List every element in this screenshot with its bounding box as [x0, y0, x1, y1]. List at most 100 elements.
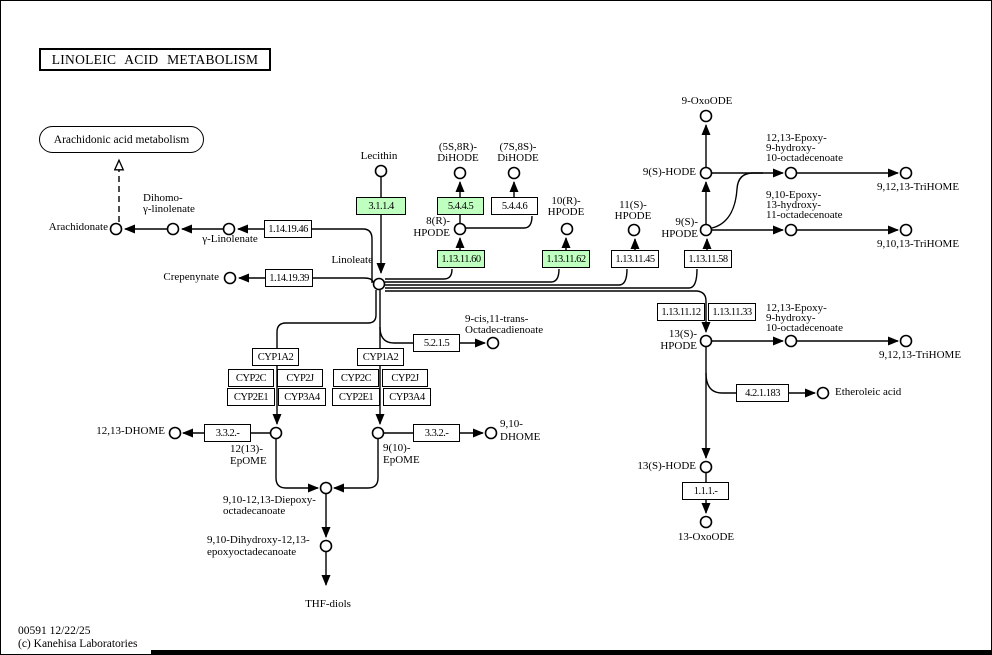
label-line: Etheroleic acid [835, 386, 902, 398]
label-line: 12(13)- [230, 443, 263, 455]
label-line: HPODE [614, 210, 652, 222]
compound-circles [109, 109, 913, 553]
compound-13-oxoode[interactable] [699, 515, 713, 529]
compound-9-10-12-13-diepoxy-octadecanoate[interactable] [319, 481, 333, 495]
enzyme-box-1.13.11.12[interactable]: 1.13.11.12 [657, 303, 705, 321]
label-line: 9(S)- [675, 216, 698, 228]
compound-9-10-dhome[interactable] [484, 426, 498, 440]
label-line: 12,13-DHOME [96, 425, 165, 437]
enzyme-box-5.2.1.5[interactable]: 5.2.1.5 [413, 334, 460, 352]
label-line: 9(S)-HODE [642, 166, 696, 178]
compound-5s8r-dihode[interactable] [453, 166, 467, 180]
label-line: 9,10-12,13-Diepoxy- [223, 494, 316, 506]
label-12-13-epome: 12(13)-EpOME [230, 443, 267, 467]
enzyme-box-CYP2J[interactable]: CYP2J [277, 369, 323, 387]
enzyme-box-CYP2E1[interactable]: CYP2E1 [332, 388, 380, 406]
compound-12-13-epoxy-9-hydroxy-10-octadecenoate-lower[interactable] [784, 334, 798, 348]
label-line: (7S,8S)- [499, 141, 537, 153]
label-line: 9,10-Epoxy- [766, 189, 822, 201]
compound-9-12-13-trihome-lower[interactable] [899, 334, 913, 348]
compound-9-10-dihydroxy-12-13-epoxyoctadecanoate[interactable] [319, 539, 333, 553]
enzyme-box-CYP2C[interactable]: CYP2C [333, 369, 379, 387]
label-dihomo-gamma-linolenate: Dihomo-γ-linolenate [143, 193, 195, 215]
compound-13s-hode[interactable] [699, 460, 713, 474]
label-line: HPODE [661, 228, 698, 240]
enzyme-box-CYP1A2[interactable]: CYP1A2 [252, 348, 299, 366]
compound-11s-hpode[interactable] [627, 223, 641, 237]
label-9-cis-11-trans-octadecadienoate: 9-cis,11-trans-Octadecadienoate [465, 314, 543, 336]
compound-9-10-epoxy-13-hydroxy-11-octadecenoate[interactable] [784, 223, 798, 237]
label-12-13-epoxy-9-hydroxy-10-octadecenoate-upper: 12,13-Epoxy-9-hydroxy-10-octadecenoate [766, 133, 843, 164]
enzyme-box-1.13.11.45[interactable]: 1.13.11.45 [611, 250, 659, 268]
label-line: 10-octadecenoate [766, 152, 843, 164]
label-line: Dihomo- [143, 192, 183, 204]
enzyme-box-4.2.1.183[interactable]: 4.2.1.183 [736, 384, 789, 402]
enzyme-box-5.4.4.6[interactable]: 5.4.4.6 [491, 197, 538, 215]
enzyme-box-1.1.1.-[interactable]: 1.1.1.- [682, 482, 729, 500]
label-5s8r-dihode: (5S,8R)-DiHODE [437, 142, 479, 164]
compound-10r-hpode[interactable] [560, 222, 574, 236]
label-gamma-linolenate: γ-Linolenate [202, 234, 258, 245]
compound-13s-hpode[interactable] [699, 334, 713, 348]
enzyme-box-CYP3A4[interactable]: CYP3A4 [278, 388, 326, 406]
enzyme-box-CYP2E1[interactable]: CYP2E1 [227, 388, 275, 406]
label-7s8s-dihode: (7S,8S)-DiHODE [497, 142, 539, 164]
compound-etheroleic-acid[interactable] [816, 386, 830, 400]
label-line: DiHODE [437, 152, 479, 164]
enzyme-box-1.13.11.62[interactable]: 1.13.11.62 [542, 250, 590, 268]
label-thf-diols: THF-diols [305, 599, 351, 610]
compound-arachidonate[interactable] [109, 222, 123, 236]
label-line: EpOME [383, 454, 420, 466]
enzyme-box-5.4.4.5[interactable]: 5.4.4.5 [437, 197, 484, 215]
enzyme-box-1.14.19.46[interactable]: 1.14.19.46 [264, 220, 312, 238]
enzyme-box-CYP3A4[interactable]: CYP3A4 [383, 388, 431, 406]
label-line: γ-linolenate [143, 203, 195, 215]
enzyme-box-1.13.11.60[interactable]: 1.13.11.60 [437, 250, 485, 268]
compound-gamma-linolenate[interactable] [222, 222, 236, 236]
enzyme-box-3.3.2.-[interactable]: 3.3.2.- [204, 424, 251, 442]
bottom-edge-bar [151, 650, 991, 654]
enzyme-box-1.13.11.33[interactable]: 1.13.11.33 [708, 303, 756, 321]
compound-lecithin[interactable] [374, 164, 388, 178]
label-line: 11-octadecenoate [766, 209, 843, 221]
label-9-10-dihydroxy-12-13-epoxyoctadecanoate: 9,10-Dihydroxy-12,13-epoxyoctadecanoate [207, 534, 310, 558]
enzyme-box-1.14.19.39[interactable]: 1.14.19.39 [265, 269, 313, 287]
linked-map-arachidonic-acid-metabolism[interactable]: Arachidonic acid metabolism [39, 126, 204, 153]
compound-12-13-dhome[interactable] [168, 426, 182, 440]
enzyme-box-3.3.2.-[interactable]: 3.3.2.- [413, 424, 460, 442]
compound-12-13-epoxy-9-hydroxy-10-octadecenoate-upper[interactable] [784, 166, 798, 180]
enzyme-box-1.13.11.58[interactable]: 1.13.11.58 [684, 250, 732, 268]
label-lecithin: Lecithin [361, 151, 398, 162]
compound-9-cis-11-trans-octadecadienoate[interactable] [486, 336, 500, 350]
compound-linoleate[interactable] [372, 277, 386, 291]
enzyme-box-CYP1A2[interactable]: CYP1A2 [357, 348, 404, 366]
compound-9-10-13-trihome[interactable] [899, 223, 913, 237]
enzyme-box-CYP2J[interactable]: CYP2J [382, 369, 428, 387]
label-line: 9,10,13-TriHOME [876, 238, 960, 250]
compound-9s-hode[interactable] [699, 166, 713, 180]
enzyme-box-CYP2C[interactable]: CYP2C [228, 369, 274, 387]
label-13s-hpode: 13(S)-HPODE [660, 328, 697, 352]
compound-9-10-epome[interactable] [371, 426, 385, 440]
label-9-oxoode: 9-OxoODE [682, 96, 733, 107]
label-line: 13(S)-HODE [637, 460, 696, 472]
label-9-12-13-trihome-lower: 9,12,13-TriHOME [879, 350, 961, 361]
label-crepenynate: Crepenynate [163, 272, 219, 283]
label-line: γ-Linolenate [202, 233, 258, 245]
compound-crepenynate[interactable] [223, 271, 237, 285]
compound-9-oxoode[interactable] [699, 109, 713, 123]
compound-9-12-13-trihome-upper[interactable] [899, 166, 913, 180]
label-line: 9,10- [500, 418, 523, 430]
label-line: DiHODE [497, 152, 539, 164]
copyright: (c) Kanehisa Laboratories [18, 638, 138, 650]
map-id-date: 00591 12/22/25 [18, 625, 91, 637]
enzyme-box-3.1.1.4[interactable]: 3.1.1.4 [356, 197, 406, 215]
compound-9s-hpode[interactable] [699, 223, 713, 237]
compound-8r-hpode[interactable] [453, 222, 467, 236]
label-line: 9-hydroxy- [766, 142, 816, 154]
compound-12-13-epome[interactable] [269, 426, 283, 440]
compound-dihomo-gamma-linolenate[interactable] [166, 222, 180, 236]
label-line: 13-OxoODE [677, 531, 735, 543]
compound-7s8s-dihode[interactable] [507, 166, 521, 180]
label-8r-hpode: 8(R)-HPODE [413, 215, 450, 239]
